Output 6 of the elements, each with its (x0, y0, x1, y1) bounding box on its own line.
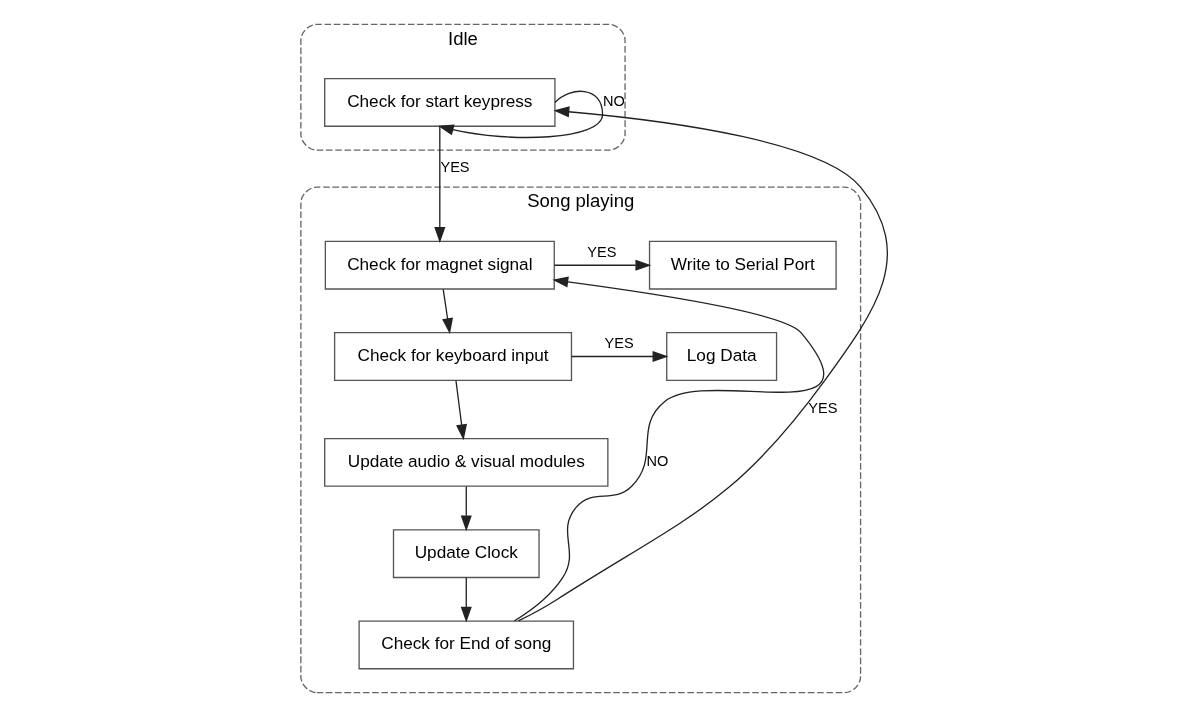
edge-label: YES (587, 244, 617, 261)
edge-label: YES (808, 400, 838, 417)
edge-label: YES (604, 335, 634, 352)
edge-label: YES (440, 159, 470, 176)
edge-label: NO (602, 93, 625, 110)
edge-label: NO (646, 453, 669, 470)
